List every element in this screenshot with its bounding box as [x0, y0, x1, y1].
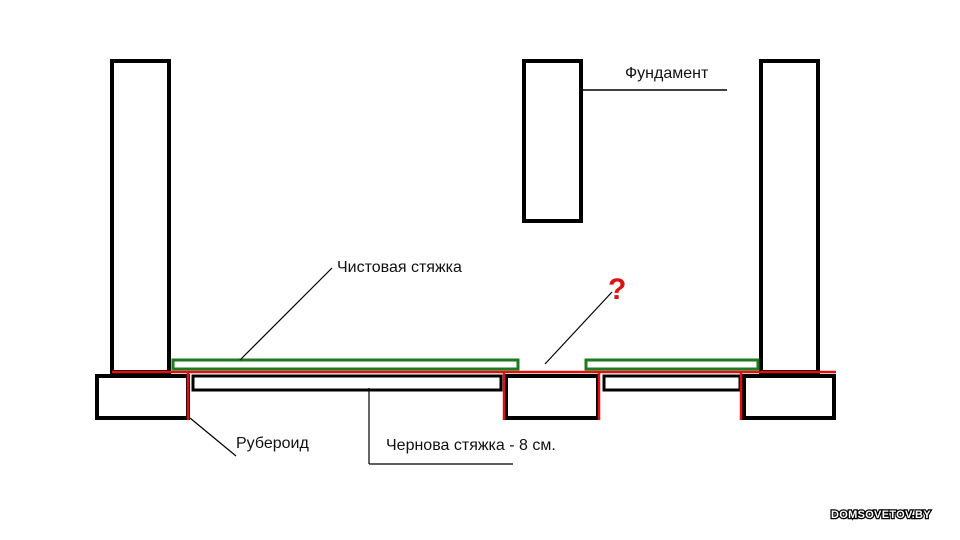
foundation-label: Фундамент [625, 65, 709, 82]
middle-wall [522, 59, 583, 223]
middle-footing [504, 374, 600, 420]
rough-screed-right [602, 374, 742, 392]
left-wall [110, 59, 171, 374]
rough-screed-left [191, 374, 503, 392]
right-footing [742, 374, 836, 420]
finish-screed-left [171, 358, 520, 371]
watermark: DOMSOVETOV.BY [831, 509, 931, 521]
roofing-felt-layer [112, 370, 836, 420]
finish-screed-leader [239, 267, 333, 361]
question-leader [544, 291, 613, 365]
roofing-felt-leader [189, 417, 237, 457]
rough-screed-label: Чернова стяжка - 8 см. [386, 437, 556, 454]
right-wall [759, 59, 820, 374]
finish-screed-label: Чистовая стяжка [337, 259, 462, 276]
left-footing [95, 374, 190, 420]
finish-screed-right [584, 358, 760, 371]
question-mark: ? [608, 273, 626, 306]
roofing-felt-label: Рубероид [236, 435, 309, 452]
